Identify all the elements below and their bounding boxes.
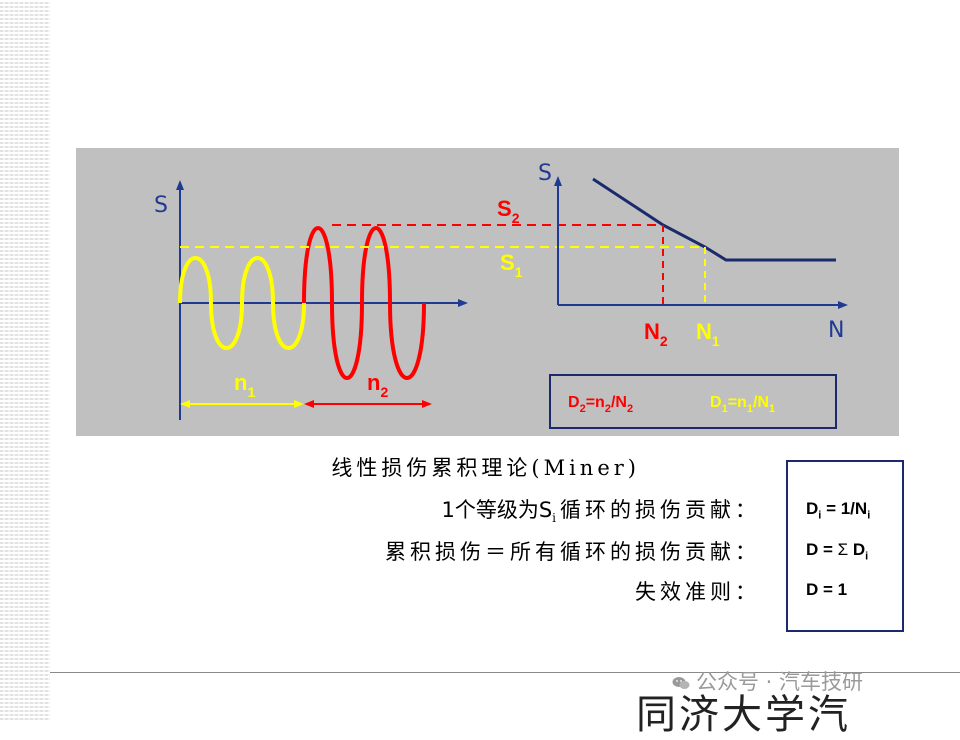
failure-criterion-text: 失效准则： bbox=[635, 580, 760, 604]
red-wave bbox=[302, 226, 426, 380]
n2-arrow-head-left bbox=[304, 400, 314, 408]
left-y-axis-arrow bbox=[176, 180, 184, 190]
N2-label: N2 bbox=[644, 319, 668, 349]
left-decorative-stripe bbox=[0, 0, 50, 720]
right-x-axis-label: N bbox=[828, 318, 844, 343]
formula-di: Di = 1/Ni bbox=[806, 499, 871, 522]
n1-label: n1 bbox=[234, 370, 255, 400]
n1-arrow-head-right bbox=[294, 400, 304, 408]
right-x-axis-arrow bbox=[838, 301, 848, 309]
n2-label: n2 bbox=[367, 370, 388, 400]
yellow-wave bbox=[178, 256, 306, 350]
miner-title: 线性损伤累积理论(Miner) bbox=[331, 452, 640, 482]
footer-rule bbox=[50, 672, 960, 673]
wechat-icon bbox=[672, 677, 690, 689]
formula-failure: D = 1 bbox=[806, 580, 848, 599]
N1-label: N1 bbox=[696, 319, 720, 349]
n1-arrow-head-left bbox=[180, 400, 190, 408]
left-axis-label: S bbox=[154, 193, 168, 218]
s2-label: S2 bbox=[497, 196, 520, 226]
watermark-text: 公众号 · 汽车技研 bbox=[696, 670, 864, 694]
watermark: 公众号 · 汽车技研 bbox=[672, 666, 863, 696]
cumulative-damage-line: 累积损伤＝所有循环的损伤贡献： bbox=[385, 536, 760, 566]
level-damage-pre: 1个等级为S bbox=[441, 498, 553, 522]
sn-curve bbox=[592, 177, 836, 262]
university-logo-text: 同济大学汽 bbox=[636, 692, 851, 738]
left-x-axis-arrow bbox=[458, 299, 468, 307]
n2-arrow-head-right bbox=[422, 400, 432, 408]
level-damage-post: 循环的损伤贡献： bbox=[560, 498, 760, 522]
miner-title-text: 线性损伤累积理论(Miner) bbox=[331, 456, 640, 480]
right-y-axis-label: S bbox=[538, 161, 552, 186]
miner-diagram-panel: S S2 S1 n1 n2 S N bbox=[76, 148, 899, 436]
damage-formula-box bbox=[549, 374, 837, 429]
s1-label: S1 bbox=[500, 250, 523, 280]
formula-sum: D = Σ Di bbox=[806, 540, 869, 563]
right-y-axis-arrow bbox=[554, 176, 562, 186]
d1-formula: D1=n1/N1 bbox=[710, 394, 775, 415]
level-damage-line: 1个等级为Si循环的损伤贡献： bbox=[441, 494, 760, 525]
miner-diagram: S S2 S1 n1 n2 S N bbox=[154, 161, 848, 429]
cumulative-damage-text: 累积损伤＝所有循环的损伤贡献： bbox=[385, 540, 760, 564]
failure-criterion-line: 失效准则： bbox=[635, 576, 760, 606]
level-damage-sub: i bbox=[552, 511, 560, 526]
d2-formula: D2=n2/N2 bbox=[568, 394, 633, 415]
formula-box: Di = 1/Ni D = Σ Di D = 1 bbox=[786, 460, 904, 632]
